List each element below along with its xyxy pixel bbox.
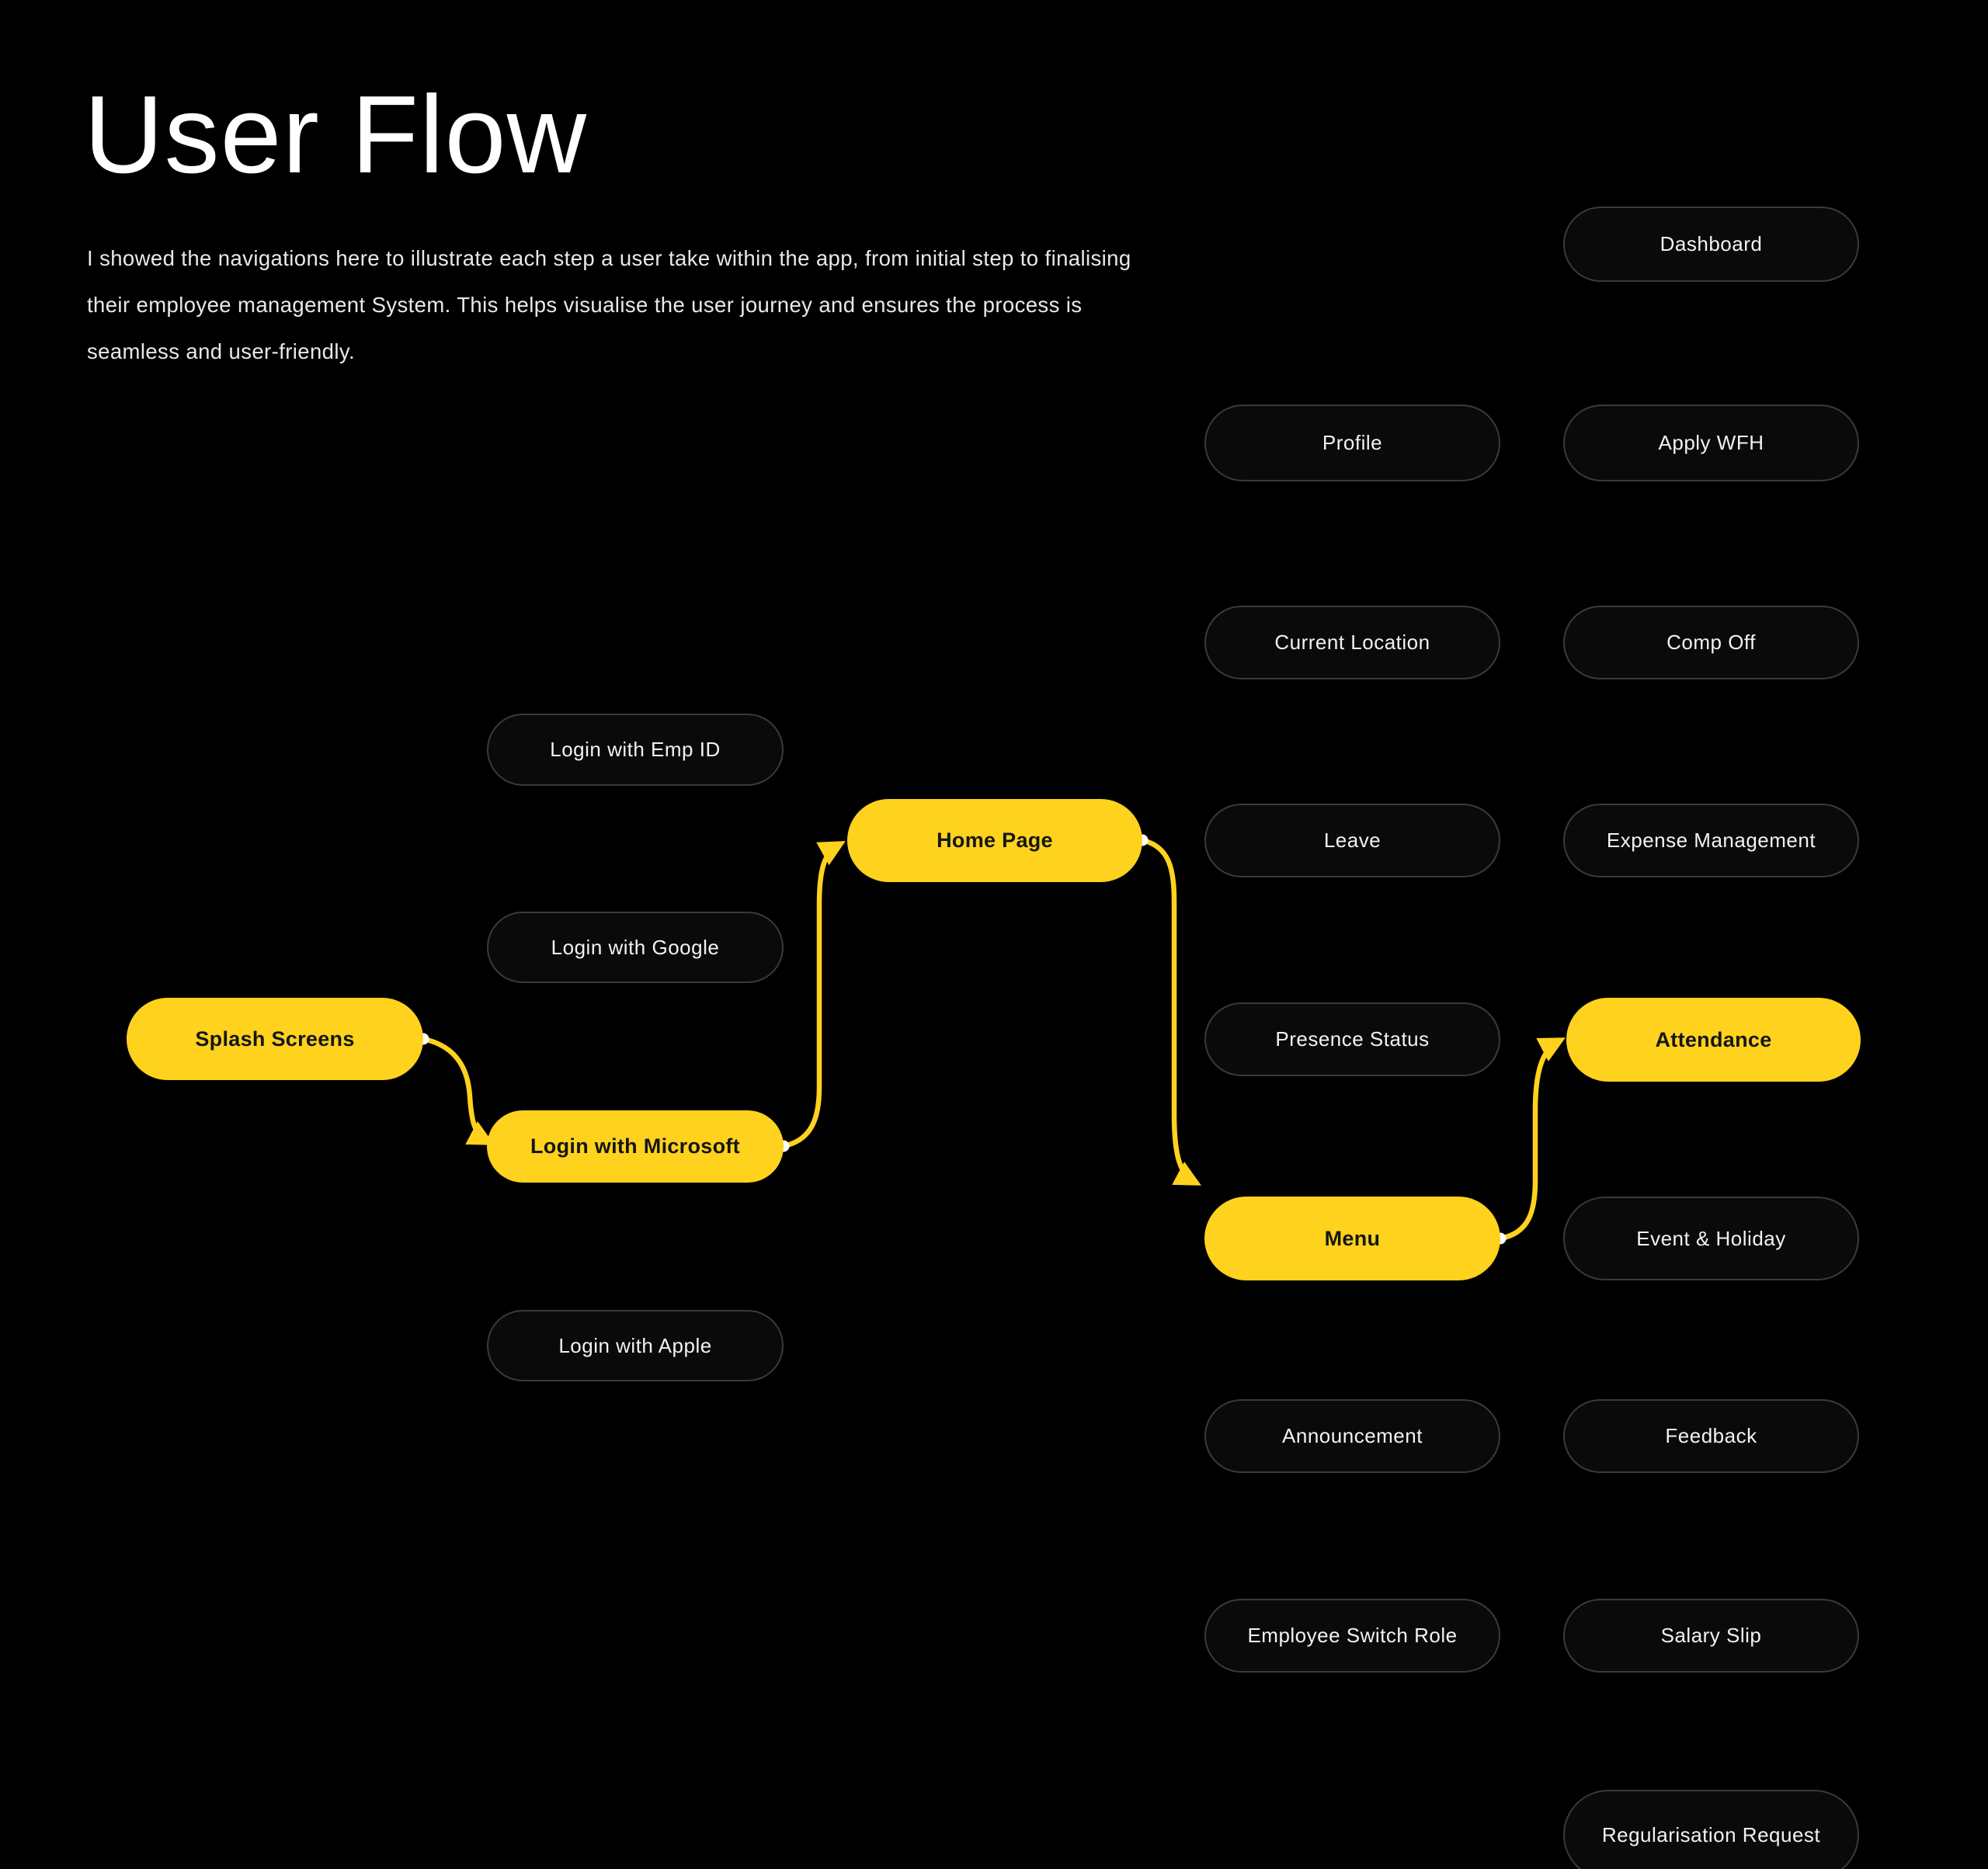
flow-node-label: Current Location <box>1274 631 1430 654</box>
flow-node-salary-slip: Salary Slip <box>1563 1599 1859 1673</box>
flow-node-label: Profile <box>1322 431 1383 454</box>
flow-node-login-google: Login with Google <box>487 912 784 983</box>
flow-node-announcement: Announcement <box>1204 1399 1500 1473</box>
flow-node-label: Announcement <box>1282 1424 1423 1447</box>
edge-splash-screens-to-login-microsoft <box>420 1036 495 1145</box>
flow-node-label: Login with Microsoft <box>530 1134 740 1158</box>
flow-node-label: Apply WFH <box>1658 431 1764 454</box>
flow-node-label: Feedback <box>1665 1424 1757 1447</box>
flow-node-label: Dashboard <box>1660 232 1763 255</box>
flow-node-feedback: Feedback <box>1563 1399 1859 1473</box>
flow-node-current-location: Current Location <box>1204 606 1500 679</box>
flow-node-comp-off: Comp Off <box>1563 606 1859 679</box>
flow-node-label: Login with Google <box>551 935 720 959</box>
flow-node-expense-management: Expense Management <box>1563 804 1859 877</box>
flow-node-label: Attendance <box>1655 1027 1772 1051</box>
flow-node-label: Splash Screens <box>195 1027 355 1051</box>
flow-node-employee-switch-role: Employee Switch Role <box>1204 1599 1500 1673</box>
flow-node-label: Employee Switch Role <box>1247 1624 1458 1647</box>
edge-login-microsoft-to-home-page <box>780 841 846 1149</box>
flow-node-login-apple: Login with Apple <box>487 1310 784 1381</box>
flow-node-menu: Menu <box>1204 1197 1500 1280</box>
flow-node-event-holiday: Event & Holiday <box>1563 1197 1859 1280</box>
flow-node-dashboard: Dashboard <box>1563 207 1859 282</box>
flow-node-label: Home Page <box>937 829 1053 852</box>
flow-node-splash-screens: Splash Screens <box>127 998 423 1080</box>
flow-node-label: Login with Apple <box>558 1333 712 1357</box>
flow-node-label: Presence Status <box>1275 1027 1430 1051</box>
flow-node-label: Comp Off <box>1667 631 1756 654</box>
flow-node-apply-wfh: Apply WFH <box>1563 405 1859 481</box>
flow-node-presence-status: Presence Status <box>1204 1002 1500 1076</box>
flow-node-label: Expense Management <box>1606 829 1816 852</box>
flow-node-label: Login with Emp ID <box>550 738 721 761</box>
flow-node-home-page: Home Page <box>847 799 1142 882</box>
flow-node-attendance: Attendance <box>1566 998 1861 1082</box>
flow-node-label: Event & Holiday <box>1636 1226 1786 1250</box>
flow-node-label: Menu <box>1324 1226 1381 1250</box>
page-title: User Flow <box>84 73 588 196</box>
flow-node-label: Regularisation Request <box>1601 1822 1821 1846</box>
flow-node-leave: Leave <box>1204 804 1500 877</box>
flow-node-label: Salary Slip <box>1660 1624 1762 1647</box>
flow-node-regularisation-request: Regularisation Request <box>1563 1790 1859 1869</box>
page-description: I showed the navigations here to illustr… <box>87 246 1131 363</box>
edge-home-page-to-menu <box>1139 837 1201 1186</box>
edge-menu-to-attendance <box>1497 1037 1566 1242</box>
flow-node-login-microsoft: Login with Microsoft <box>487 1110 784 1183</box>
flow-node-login-emp-id: Login with Emp ID <box>487 714 784 786</box>
flow-node-label: Leave <box>1323 829 1382 852</box>
flow-node-profile: Profile <box>1204 405 1500 481</box>
